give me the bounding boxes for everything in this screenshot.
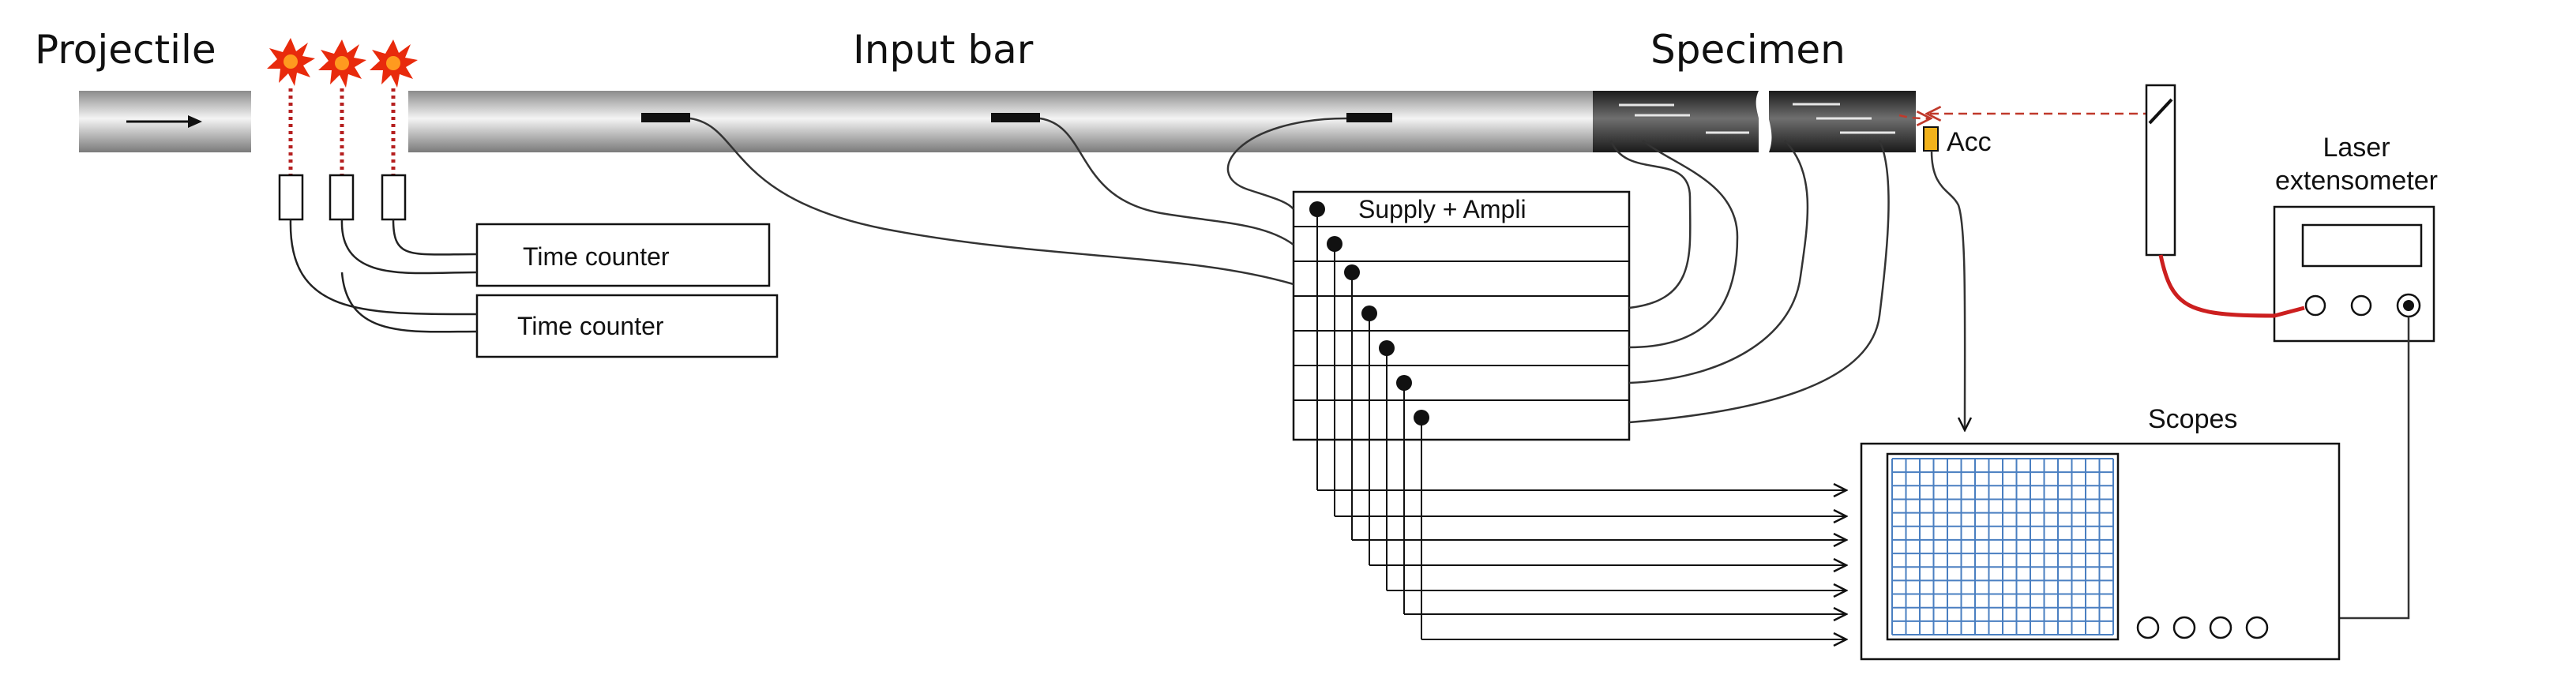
scope-input-lines — [1317, 490, 1846, 639]
explosion-flash-icon — [267, 38, 315, 86]
channel-leads — [1309, 201, 1429, 639]
laser-label-line2: extensometer — [2275, 166, 2438, 196]
laser-extensometer-device — [2273, 205, 2435, 343]
acc-label: Acc — [1947, 127, 1992, 157]
specimen-label: Specimen — [1650, 27, 1846, 73]
strain-gauge-icon — [641, 113, 690, 122]
knob-icon — [2209, 616, 2232, 639]
projectile-label: Projectile — [35, 27, 216, 73]
time-counter-label-1: Time counter — [523, 242, 670, 271]
scope-screen-grid — [1891, 458, 2114, 635]
input-bar-label: Input bar — [853, 27, 1034, 73]
gauge-wires — [689, 117, 1347, 286]
explosion-flash-icon — [370, 39, 418, 88]
knob-icon — [2172, 616, 2196, 639]
explosion-flash-icon — [318, 39, 366, 88]
supply-ampli-label: Supply + Ampli — [1358, 195, 1526, 223]
specimen — [1593, 91, 1916, 152]
scopes-label: Scopes — [2148, 404, 2237, 434]
laser-label-line1: Laser — [2323, 133, 2390, 163]
accelerometer — [1923, 126, 1939, 152]
strain-gauge-icon — [991, 113, 1040, 122]
light-sensor — [329, 174, 355, 221]
laser-mirror — [2145, 84, 2176, 257]
time-counter-label-2: Time counter — [517, 312, 664, 340]
strain-gauge-icon — [1346, 113, 1392, 122]
specimen-wires — [1609, 140, 1890, 424]
knob-icon — [2350, 294, 2372, 317]
light-sensor — [381, 174, 407, 221]
arrow-right-icon — [126, 115, 202, 128]
laser-cable — [2158, 254, 2305, 318]
time-counter-box-2 — [475, 294, 779, 358]
knob-icon — [2304, 294, 2326, 317]
supply-amplifier-block — [1292, 190, 1631, 441]
scope-device — [1860, 442, 2341, 661]
knob-icon — [2136, 616, 2160, 639]
knob-icon — [2245, 616, 2269, 639]
light-sensor — [278, 174, 304, 221]
